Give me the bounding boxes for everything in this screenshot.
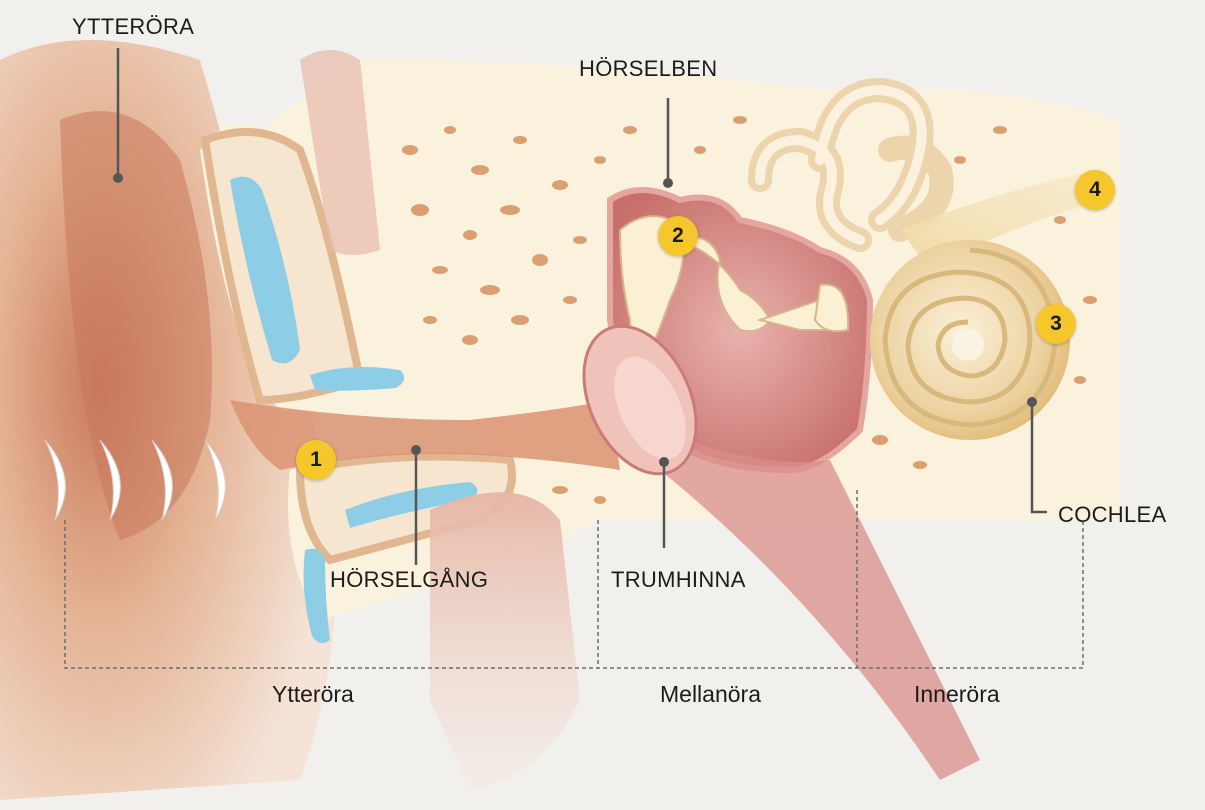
muscle [430,492,580,790]
section-outer-ear: Ytteröra [272,681,354,708]
label-ossicles: HÖRSELBEN [579,56,717,82]
section-middle-ear: Mellanöra [660,681,761,708]
label-cochlea: COCHLEA [1058,502,1166,528]
badge-3: 3 [1036,304,1076,344]
badge-2: 2 [658,216,698,256]
badge-1: 1 [296,440,336,480]
cochlea-shape [870,240,1070,440]
label-outer-ear: YTTERÖRA [72,14,194,40]
badge-4: 4 [1075,170,1115,210]
label-eardrum: TRUMHINNA [611,567,746,593]
section-inner-ear: Inneröra [914,681,1000,708]
label-ear-canal: HÖRSELGÅNG [330,567,488,593]
